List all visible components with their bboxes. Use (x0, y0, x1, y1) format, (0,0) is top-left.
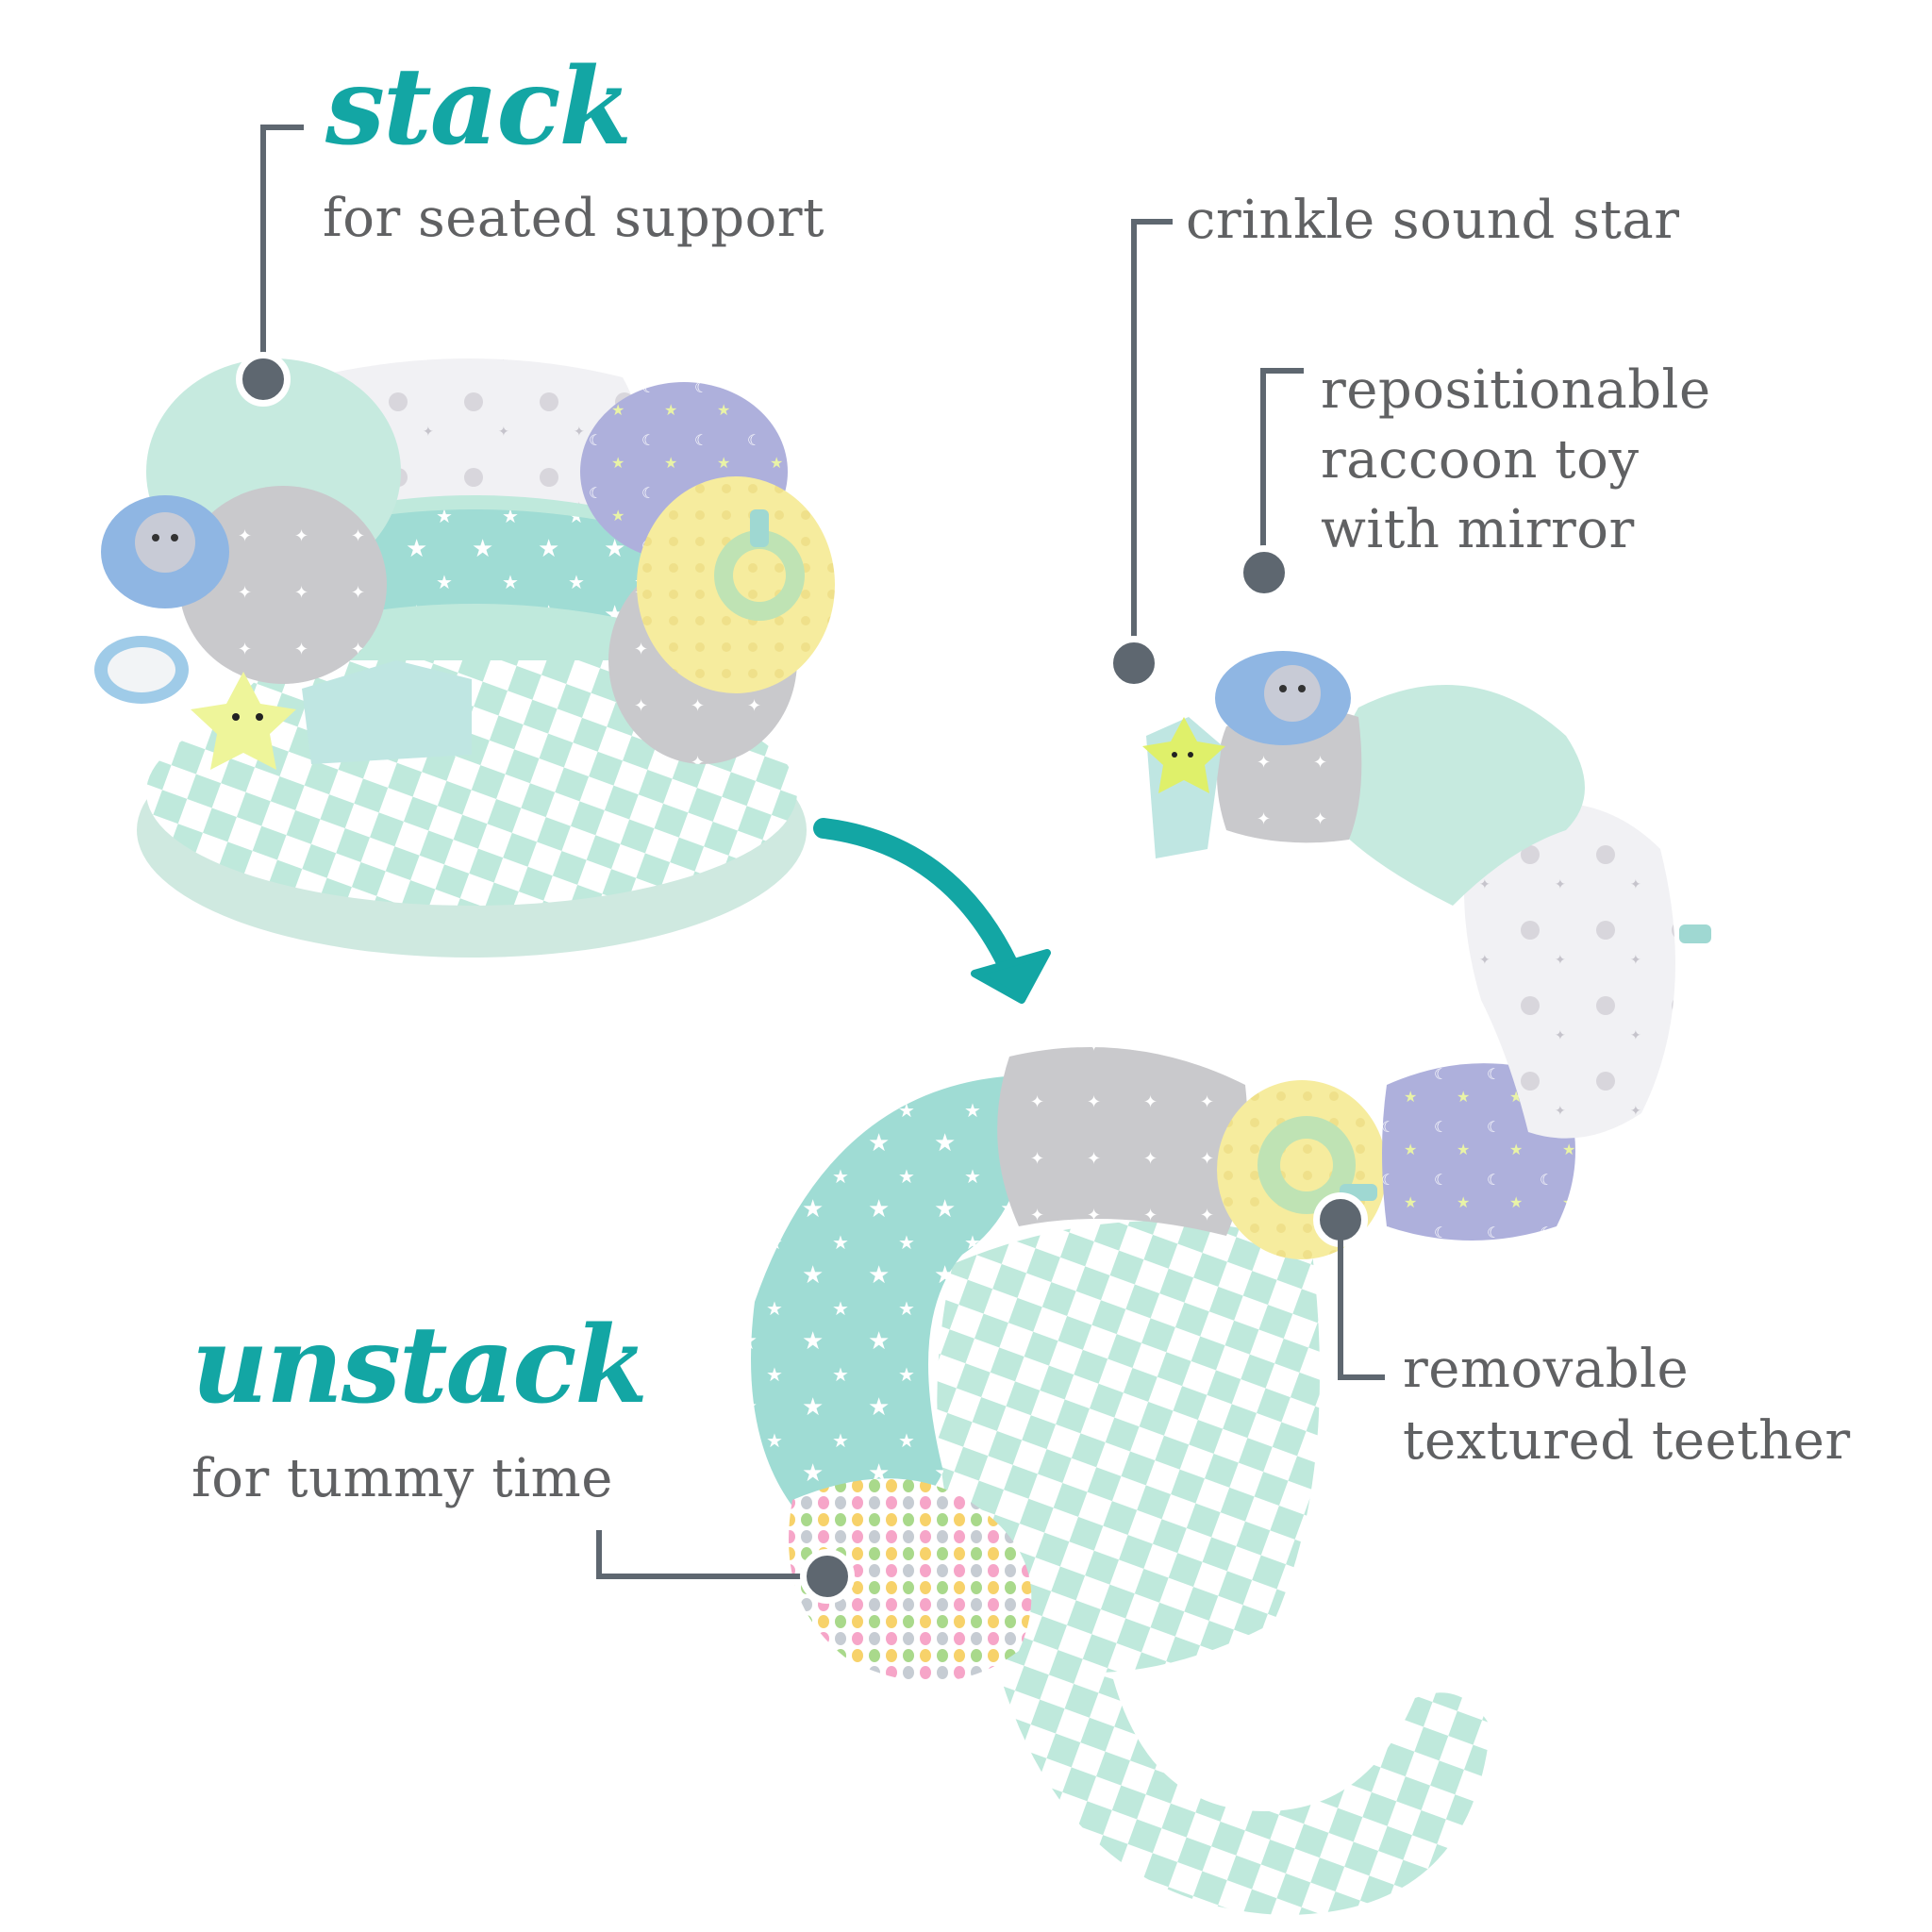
raccoon-callout-dot-icon (1237, 545, 1291, 600)
stacked-seat-illustration (94, 358, 835, 958)
raccoon-label-line-3: with mirror (1321, 499, 1635, 560)
stack-leader-horizontal (260, 125, 304, 130)
crinkle-star-label: crinkle sound star (1186, 190, 1680, 251)
crinkle-leader-vertical (1131, 219, 1137, 663)
stack-callout-dot-icon (236, 352, 291, 407)
raccoon-label-line-1: repositionable (1321, 359, 1711, 421)
stack-headline: stack (325, 45, 632, 169)
teether-label-line-1: removable (1403, 1339, 1690, 1400)
unstacked-snake-illustration (751, 651, 1711, 1915)
raccoon-label-line-2: raccoon toy (1321, 429, 1640, 491)
unstack-callout-dot-icon (800, 1549, 855, 1604)
teether-label-line-2: textured teether (1403, 1410, 1851, 1472)
crinkle-callout-dot-icon (1107, 636, 1161, 691)
unstack-subtitle: for tummy time (192, 1448, 613, 1509)
unstack-leader-horizontal (596, 1574, 827, 1579)
unstack-leader-vertical (596, 1530, 602, 1579)
raccoon-leader-horizontal (1260, 368, 1304, 374)
raccoon-leader-vertical (1260, 368, 1266, 573)
crinkle-leader-horizontal (1131, 219, 1173, 225)
stack-subtitle: for seated support (323, 188, 825, 249)
teether-leader-horizontal (1338, 1374, 1385, 1380)
unstack-headline: unstack (192, 1304, 648, 1427)
stack-leader-vertical (260, 125, 266, 377)
curved-arrow-icon (813, 818, 1051, 1004)
teether-leader-vertical (1338, 1220, 1343, 1380)
